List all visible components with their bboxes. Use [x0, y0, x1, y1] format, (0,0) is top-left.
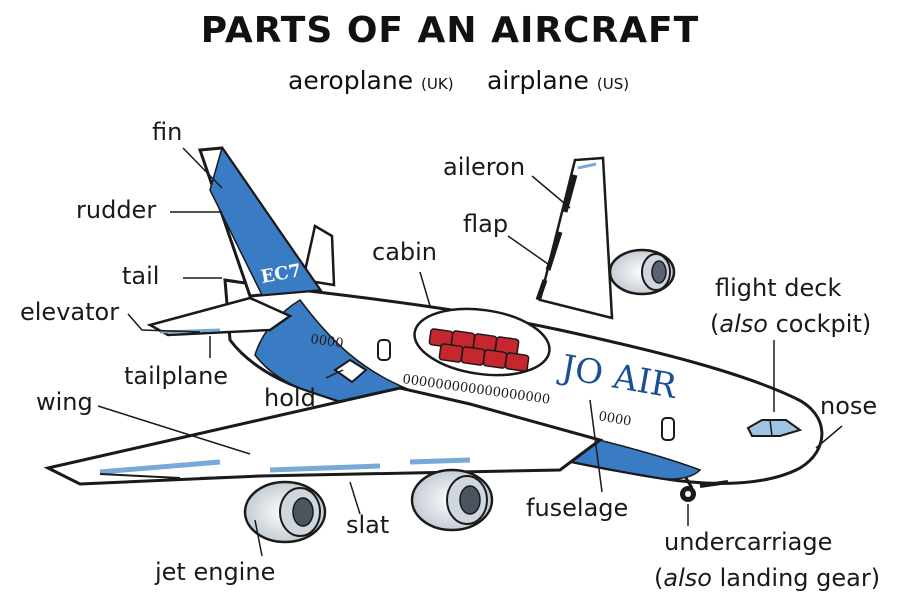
- label-flap: flap: [463, 210, 509, 238]
- undercarriage-shape: [680, 477, 729, 502]
- label-hold: hold: [264, 384, 316, 412]
- label-fuselage: fuselage: [526, 494, 629, 522]
- vertical-fin: EC7: [197, 146, 323, 298]
- subtitle-uk: aeroplane (UK): [288, 66, 454, 95]
- label-wing: wing: [36, 388, 93, 416]
- uk-word: aeroplane: [288, 66, 414, 95]
- near-wing: [43, 386, 604, 486]
- svg-text:0000: 0000: [597, 409, 632, 430]
- us-word: airplane: [487, 66, 589, 95]
- label-slat: slat: [346, 511, 390, 539]
- label-flight-deck: flight deck: [715, 274, 842, 302]
- label-elevator: elevator: [20, 298, 120, 326]
- label-fin: fin: [152, 118, 183, 146]
- near-engine-outer: [243, 480, 327, 544]
- label-cabin: cabin: [372, 238, 438, 266]
- label-undercarriage-note: (also landing gear): [654, 564, 881, 592]
- label-nose: nose: [820, 392, 878, 420]
- near-engine-inner: [410, 468, 494, 532]
- uk-tag: (UK): [421, 75, 454, 93]
- label-undercarriage: undercarriage: [664, 528, 833, 556]
- svg-text:0000: 0000: [309, 332, 344, 351]
- fuselage-shape: 0000 000000000000000000 0000: [223, 278, 824, 485]
- us-tag: (US): [596, 75, 630, 93]
- leader-lines: [97, 147, 843, 557]
- far-engine: [608, 248, 676, 296]
- far-wing: [535, 156, 614, 320]
- label-aileron: aileron: [443, 153, 526, 181]
- label-rudder: rudder: [76, 196, 157, 224]
- cabin-cutaway: [413, 307, 551, 377]
- label-tail: tail: [122, 262, 160, 290]
- page-title: PARTS OF AN AIRCRAFT: [200, 10, 700, 51]
- label-tailplane: tailplane: [124, 362, 229, 390]
- label-flight-deck-note: (also cockpit): [710, 310, 872, 338]
- label-jet-engine: jet engine: [155, 558, 276, 586]
- subtitle-us: airplane (US): [487, 66, 629, 95]
